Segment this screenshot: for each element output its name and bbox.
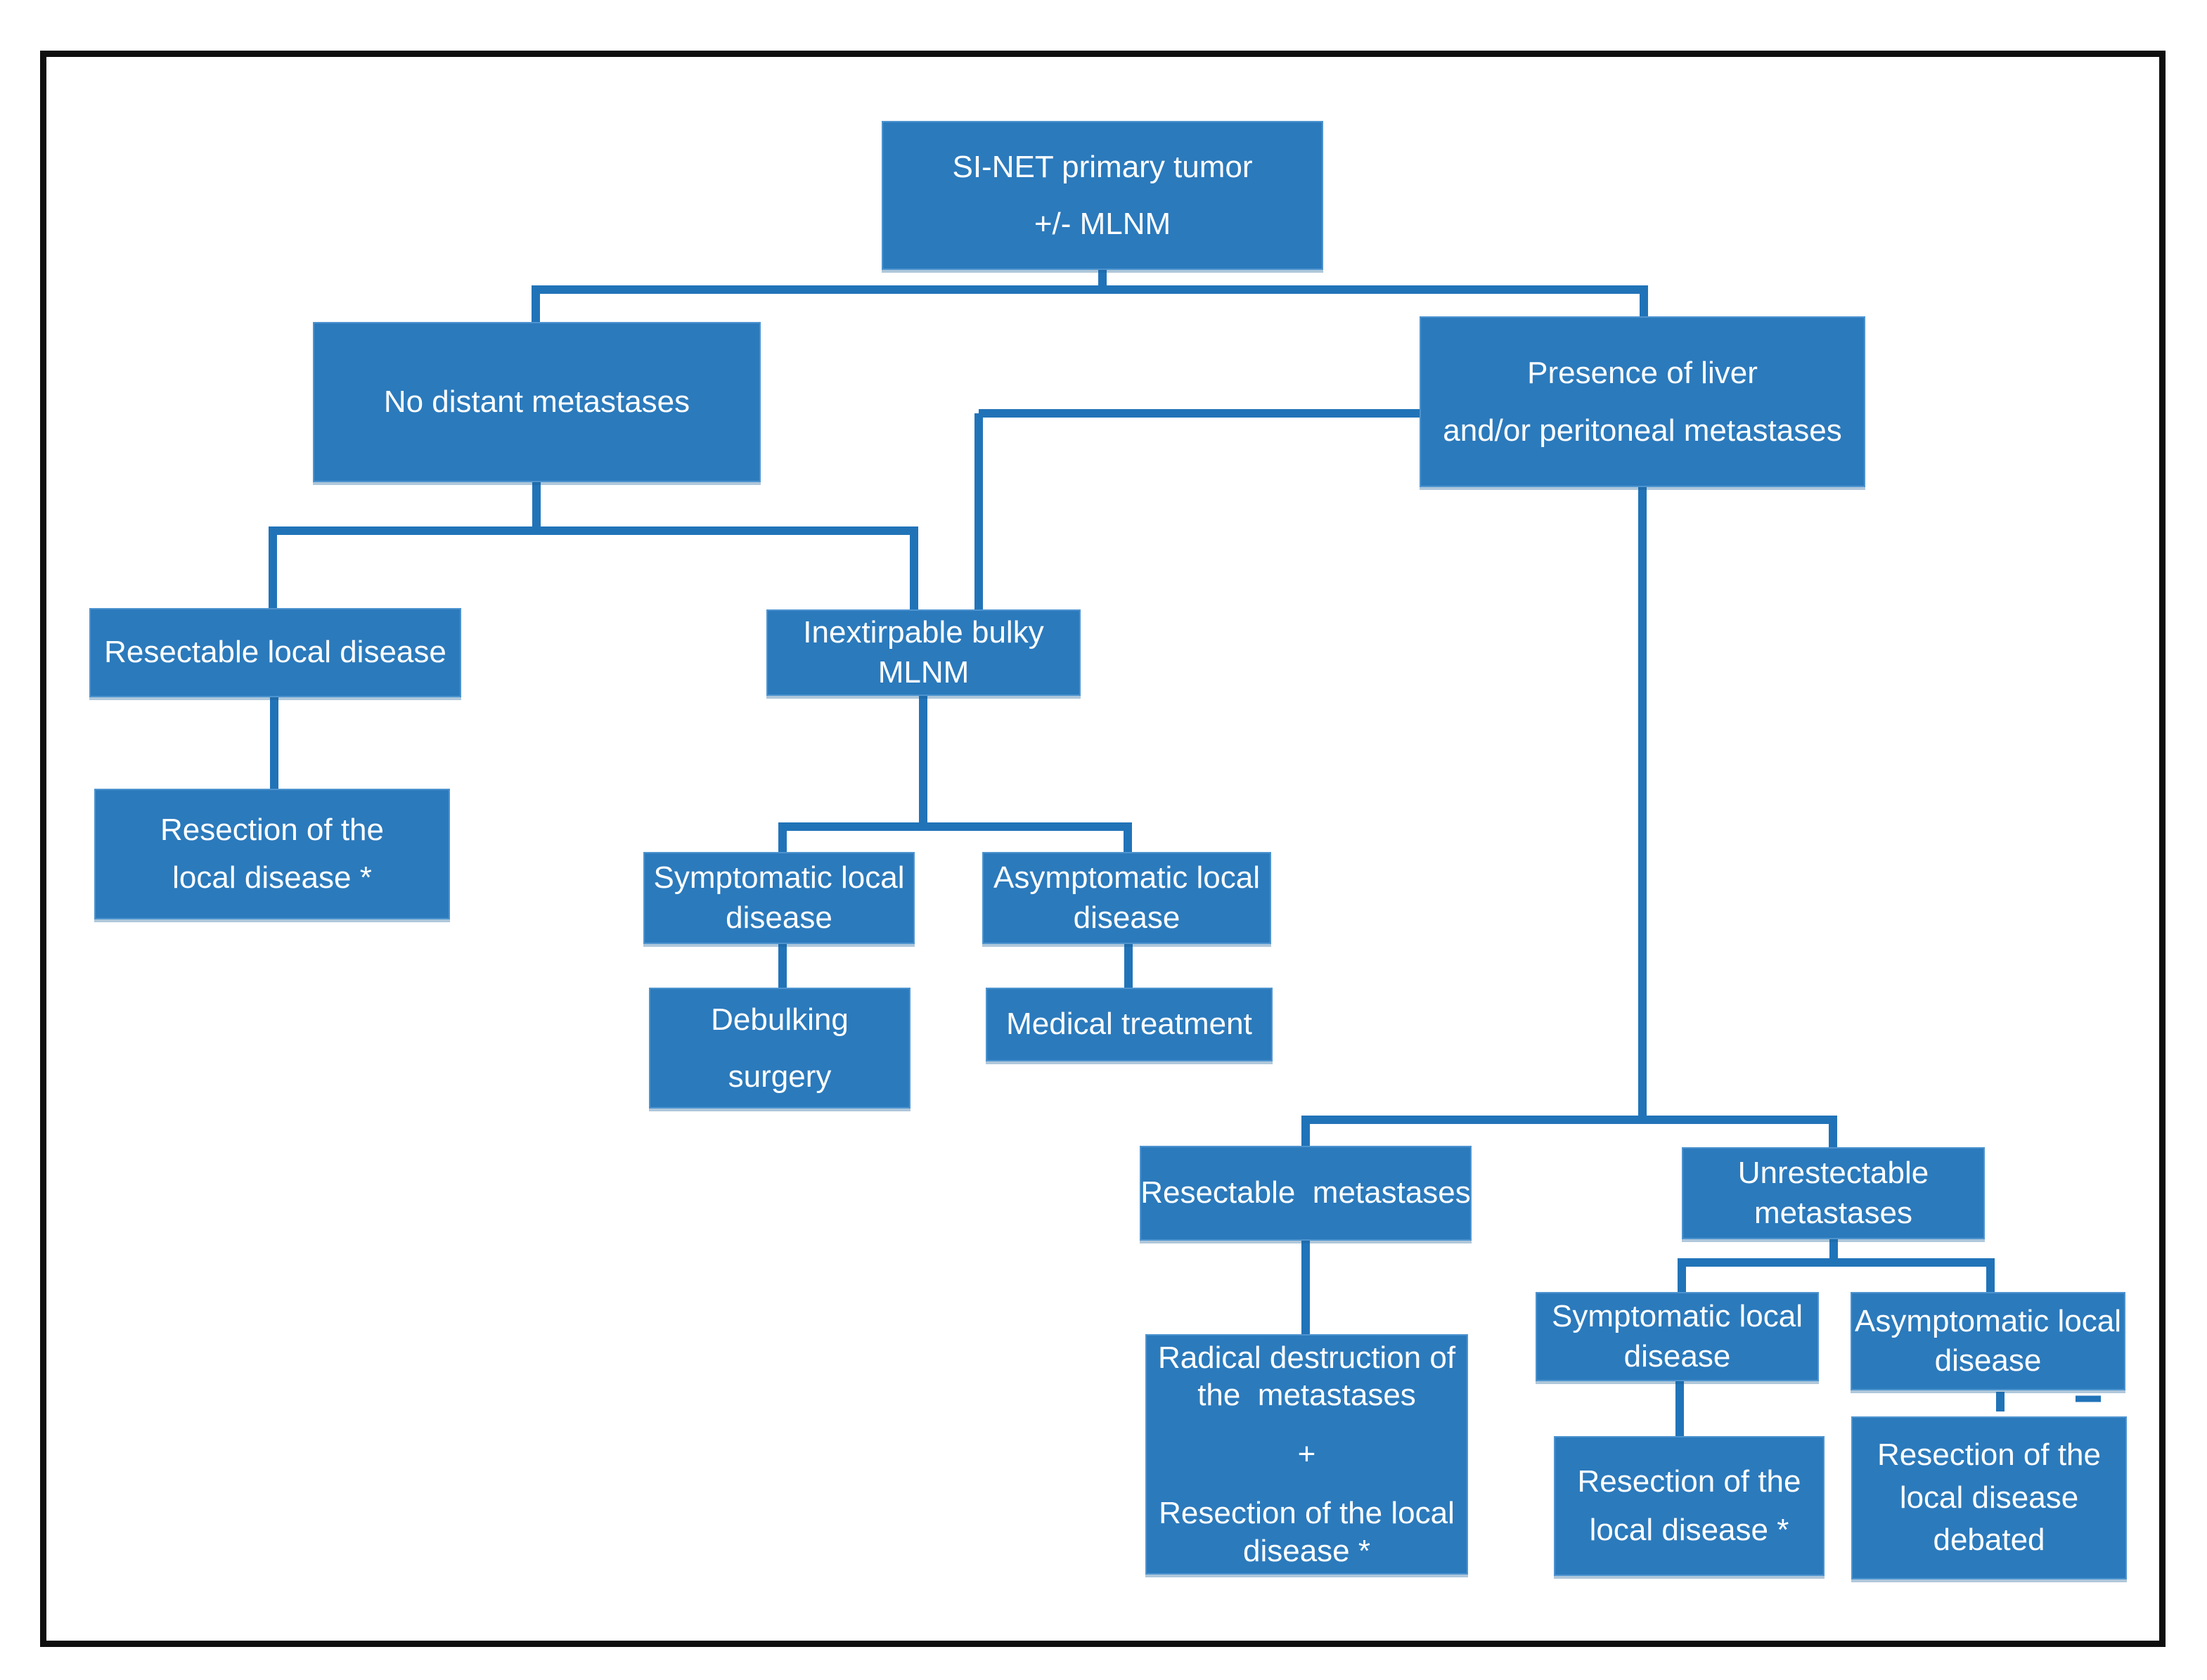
node-no-distant-metastases: No distant metastases [313, 322, 761, 482]
diagram-frame [40, 51, 2166, 1647]
node-asymptomatic-local-disease-right: Asymptomatic local disease [1851, 1292, 2125, 1390]
node-line: disease [1623, 1338, 1731, 1374]
node-line: disease [726, 900, 832, 935]
node-line: disease * [1242, 1533, 1370, 1568]
node-line: Symptomatic local [653, 860, 905, 896]
node-line: MLNM [877, 654, 970, 690]
node-line: surgery [728, 1059, 832, 1094]
node-line: Resectable local disease [104, 635, 446, 670]
node-resection-local-disease: Resection of the local disease * [94, 789, 450, 919]
node-line: local disease [1899, 1480, 2079, 1515]
node-line: Asymptomatic local [1854, 1303, 2121, 1338]
node-inextirpable-bulky-mlnm: Inextirpable bulky MLNM [766, 609, 1081, 696]
node-radical-destruction: Radical destruction of the metastases + … [1145, 1334, 1468, 1575]
node-line: Unrestectable [1737, 1156, 1929, 1191]
node-line: Resection of the local [1159, 1495, 1455, 1530]
node-resection-debated: Resection of the local disease debated [1851, 1416, 2127, 1579]
node-line: Radical destruction of [1157, 1340, 1456, 1375]
node-line: Resection of the [160, 812, 384, 847]
node-line: Resection of the [1577, 1464, 1801, 1499]
node-line: and/or peritoneal metastases [1443, 413, 1842, 448]
node-asymptomatic-local-disease-mid: Asymptomatic local disease [982, 852, 1271, 944]
node-presence-of-metastases: Presence of liver and/or peritoneal meta… [1420, 316, 1865, 487]
node-line: local disease * [172, 860, 372, 895]
node-line: disease [1073, 900, 1180, 935]
node-line: Resection of the [1877, 1437, 2101, 1472]
node-line: Presence of liver [1527, 356, 1758, 391]
node-resectable-metastases: Resectable metastases [1140, 1146, 1472, 1241]
node-line: Debulking [711, 1002, 849, 1037]
connector-left-split [269, 481, 918, 611]
node-line: No distant metastases [383, 384, 690, 419]
node-debulking-surgery: Debulking surgery [649, 988, 911, 1109]
node-line: local disease * [1589, 1512, 1789, 1547]
node-line: SI-NET primary tumor [952, 149, 1253, 184]
node-primary-tumor: SI-NET primary tumor +/- MLNM [882, 121, 1323, 270]
connector-root-split [532, 267, 1648, 323]
node-line: Resectable metastases [1140, 1175, 1471, 1210]
node-line: + [1297, 1437, 1316, 1472]
connector-mlnm-split [778, 694, 1132, 853]
connector-presence-to-mlnm [974, 409, 1420, 611]
connector-metastases-split [1301, 486, 1837, 1149]
node-line: Asymptomatic local [993, 860, 1260, 896]
node-resectable-local-disease: Resectable local disease [89, 608, 461, 697]
node-line: Inextirpable bulky [803, 615, 1044, 650]
node-symptomatic-local-disease-right: Symptomatic local disease [1536, 1292, 1819, 1381]
node-line: disease [1934, 1343, 2042, 1378]
node-line: +/- MLNM [1034, 207, 1171, 241]
node-line: debated [1933, 1523, 2045, 1558]
node-symptomatic-local-disease-mid: Symptomatic local disease [643, 852, 915, 944]
node-line: metastases [1754, 1195, 1912, 1230]
node-line: Symptomatic local [1551, 1299, 1803, 1334]
connector-unresectable-split [1678, 1238, 1995, 1293]
node-unresectable-metastases: Unrestectable metastases [1682, 1147, 1985, 1239]
node-line: Medical treatment [1006, 1007, 1252, 1042]
node-medical-treatment: Medical treatment [986, 988, 1273, 1061]
node-line: the metastases [1197, 1378, 1416, 1413]
node-resection-local-disease-right: Resection of the local disease * [1554, 1436, 1825, 1576]
